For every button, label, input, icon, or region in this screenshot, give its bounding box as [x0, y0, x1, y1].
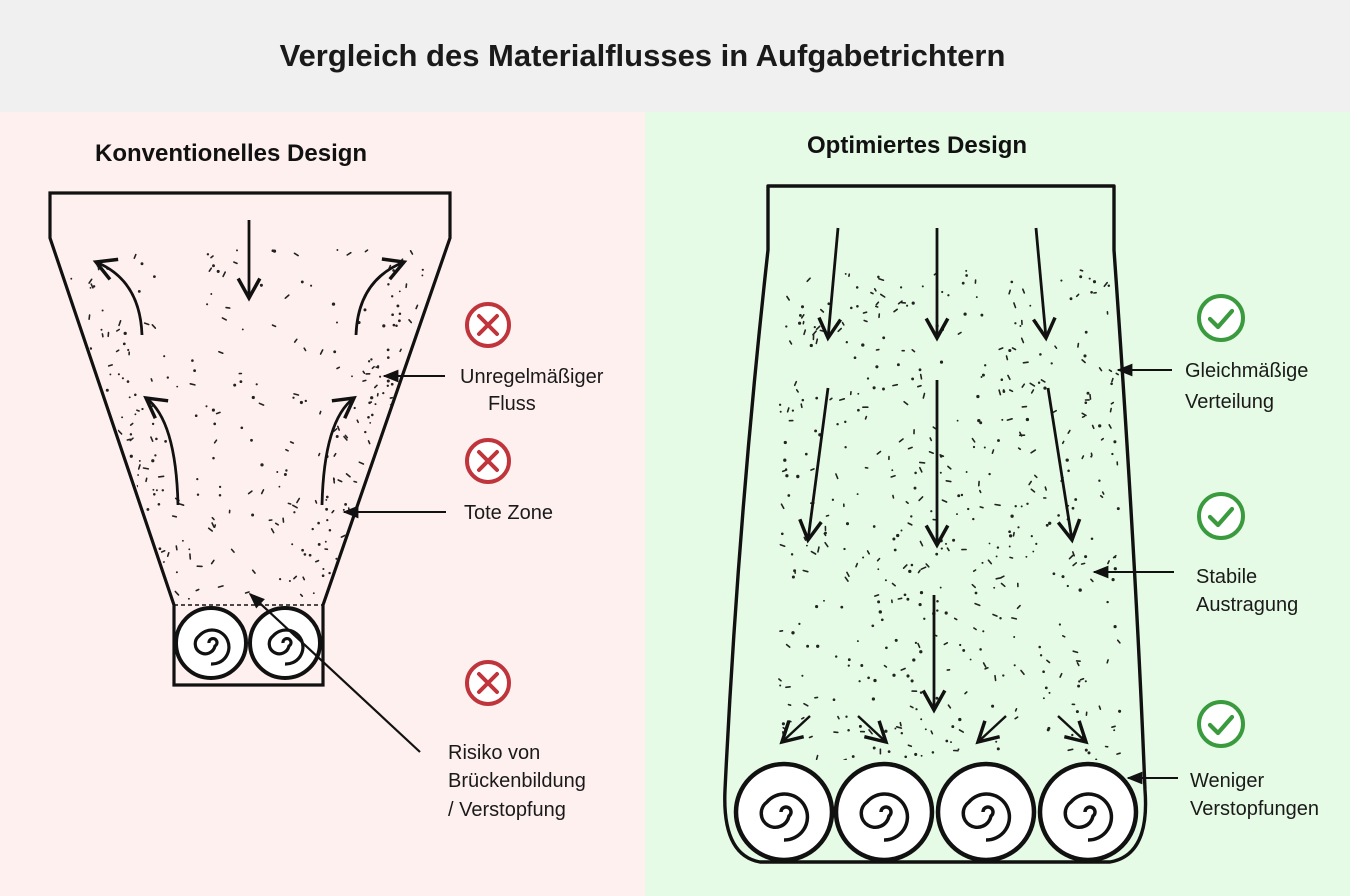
feeder-roller: [248, 606, 322, 680]
flow-arrow-icon: [857, 715, 889, 745]
label-even-distribution-line1: Gleichmäßige: [1185, 360, 1309, 382]
panel-conventional: Konventionelles Design: [0, 112, 645, 896]
flow-arrow-icon: [143, 395, 180, 506]
label-stable-discharge-line2: Austragung: [1196, 594, 1299, 616]
label-bridging-line2: Brückenbildung: [448, 770, 586, 792]
flow-arrow-icon: [817, 227, 842, 342]
x-circle-icon: [465, 438, 511, 484]
flow-arrow-icon: [798, 387, 830, 544]
conventional-hopper: [48, 191, 511, 753]
feeder-roller: [833, 761, 935, 863]
label-stable-discharge-line1: Stabile: [1196, 566, 1258, 588]
feeder-roller: [174, 606, 248, 680]
x-circle-icon: [465, 660, 511, 706]
flow-arrow-icon: [975, 715, 1007, 745]
label-less-clogging-line1: Weniger: [1190, 770, 1265, 792]
flow-arrow-icon: [320, 395, 357, 506]
flow-arrow-icon: [354, 257, 408, 336]
material-particles: [778, 269, 1122, 760]
feeder-roller: [935, 761, 1037, 863]
label-even-distribution-line2: Verteilung: [1185, 391, 1274, 413]
label-irregular-flow-line2: Fluss: [488, 393, 536, 415]
material-particles: [58, 249, 442, 600]
hopper-outline: [48, 191, 452, 687]
x-circle-icon: [465, 302, 511, 348]
label-less-clogging-line2: Verstopfungen: [1190, 798, 1319, 820]
label-bridging-line3: / Verstopfung: [448, 799, 566, 821]
flow-arrow-icon: [1057, 715, 1089, 745]
optimized-hopper: [723, 184, 1245, 864]
flow-arrow-icon: [779, 715, 811, 745]
panel-title-conventional: Konventionelles Design: [95, 140, 368, 167]
check-circle-icon: [1197, 700, 1245, 748]
label-irregular-flow-line1: Unregelmäßiger: [460, 366, 604, 388]
label-dead-zone: Tote Zone: [464, 502, 553, 524]
check-circle-icon: [1197, 492, 1245, 540]
pointer-arrow-icon: [248, 592, 421, 753]
flow-arrow-icon: [1046, 387, 1082, 544]
page-title: Vergleich des Materialflusses in Aufgabe…: [279, 38, 1006, 73]
panel-title-optimized: Optimiertes Design: [807, 132, 1028, 159]
hopper-outline: [723, 184, 1148, 864]
check-circle-icon: [1197, 294, 1245, 342]
flow-arrow-icon: [1032, 227, 1057, 342]
header: Vergleich des Materialflusses in Aufgabe…: [0, 0, 1350, 112]
feeder-roller: [1037, 761, 1139, 863]
feeder-roller: [733, 761, 835, 863]
label-bridging-line1: Risiko von: [448, 742, 541, 764]
flow-arrow-icon: [92, 257, 144, 336]
